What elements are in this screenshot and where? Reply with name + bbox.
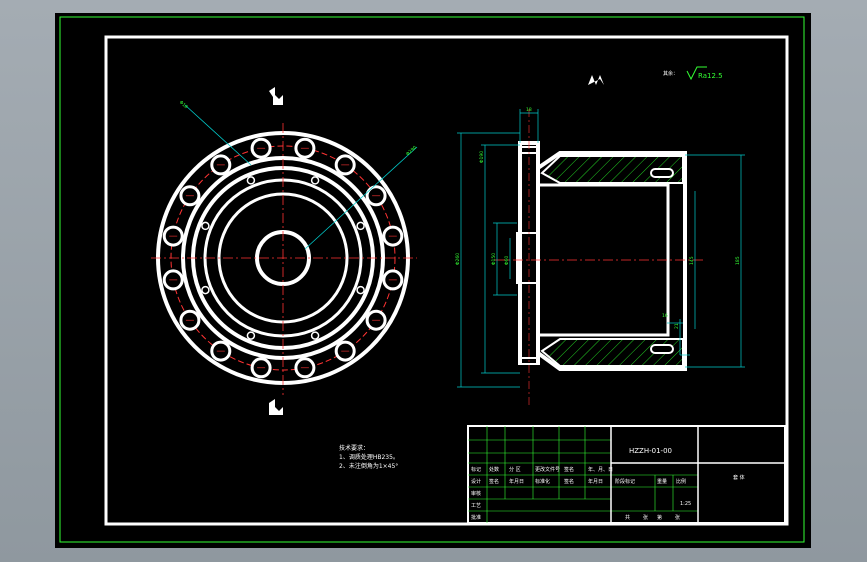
dim-height: 185 (735, 256, 741, 265)
tb-row-label-0: 标记 (471, 466, 481, 473)
inner-hole (246, 331, 256, 340)
inner-hole (310, 331, 320, 340)
technical-notes: 技术要求： 1、调质处理HB235。 2、未注倒角为1×45° (339, 444, 399, 470)
dim-flange-thick: 18 (526, 107, 532, 113)
body-outline (536, 151, 687, 371)
tb-stage-label-2: 比例 (676, 478, 686, 485)
tb-row2-label-3: 标准化 (535, 478, 550, 485)
bolt-holes (162, 137, 404, 379)
inner-hole (246, 176, 256, 185)
notes-line-2: 2、未注倒角为1×45° (339, 462, 398, 470)
dim-inner1: Φ190 (479, 151, 485, 163)
cad-viewport[interactable]: Φ18 Φ290 (55, 13, 811, 548)
inner-hole (201, 285, 210, 295)
dim-inner2: Φ150 (491, 253, 497, 265)
inner-hole (201, 221, 210, 231)
tb-row-label-5: 年、月、日 (588, 466, 613, 473)
tb-row2-label-2: 年月日 (509, 478, 524, 485)
section-view: 18 Φ260 Φ190 Φ150 Φ60 145 185 16 21 (455, 107, 745, 408)
drawing-border (104, 35, 789, 526)
tb-sheet-label-2: 第 (657, 514, 662, 521)
inner-hole (356, 221, 365, 231)
dim-inner3: Φ60 (504, 256, 510, 265)
dim-outer: Φ260 (455, 253, 461, 265)
roughness-value: Ra12.5 (698, 72, 723, 80)
tb-row-label-1: 处数 (489, 466, 499, 473)
inner-hole (356, 285, 365, 295)
tb-row-label-4: 签名 (564, 466, 574, 473)
front-view: Φ18 Φ290 (151, 87, 418, 415)
tb-sheet-label-0: 共 (625, 514, 630, 521)
tb-row2-label-1: 签名 (489, 478, 499, 485)
tb-row2-label-4: 签名 (564, 478, 574, 485)
inner-holes (201, 176, 365, 340)
dim-slot-w: 16 (662, 313, 668, 319)
roughness-symbol: 其余： Ra12.5 (588, 66, 723, 85)
dim-pcd-top: Φ18 (178, 99, 189, 110)
tb-left-label-0: 审核 (471, 490, 481, 497)
tb-row-label-2: 分 区 (509, 466, 521, 473)
scale-value: 1:25 (680, 501, 691, 507)
section-arrow-top (269, 87, 283, 105)
engineering-drawing: Φ18 Φ290 (59, 16, 805, 543)
title-block: HZZH-01-00 套 体 1:25 材料 标记 处数 分 区 更改文件号 签… (467, 425, 786, 524)
inner-hole (310, 176, 320, 185)
tb-stage-label-0: 阶段标记 (615, 478, 635, 485)
drawing-number: HZZH-01-00 (629, 447, 672, 455)
section-arrow-bottom (269, 399, 283, 415)
tb-sheet-label-1: 张 (643, 514, 648, 521)
tb-stage-label-1: 重量 (657, 478, 667, 485)
tb-left-label-2: 批准 (471, 514, 481, 521)
tb-row2-label-5: 年月日 (588, 478, 603, 485)
dim-pcd-right: Φ290 (405, 145, 418, 158)
tb-left-label-1: 工艺 (471, 503, 481, 509)
dim-bore: 145 (689, 256, 695, 265)
roughness-prefix: 其余： (663, 70, 678, 77)
notes-title: 技术要求： (339, 444, 369, 452)
part-name: 套 体 (733, 474, 745, 481)
tb-sheet-label-3: 张 (675, 514, 680, 521)
dim-slot-d: 21 (674, 323, 680, 329)
tb-row2-label-0: 设计 (471, 478, 481, 485)
notes-line-1: 1、调质处理HB235。 (339, 453, 399, 461)
outer-frame (59, 16, 805, 543)
tb-row-label-3: 更改文件号 (535, 466, 560, 473)
